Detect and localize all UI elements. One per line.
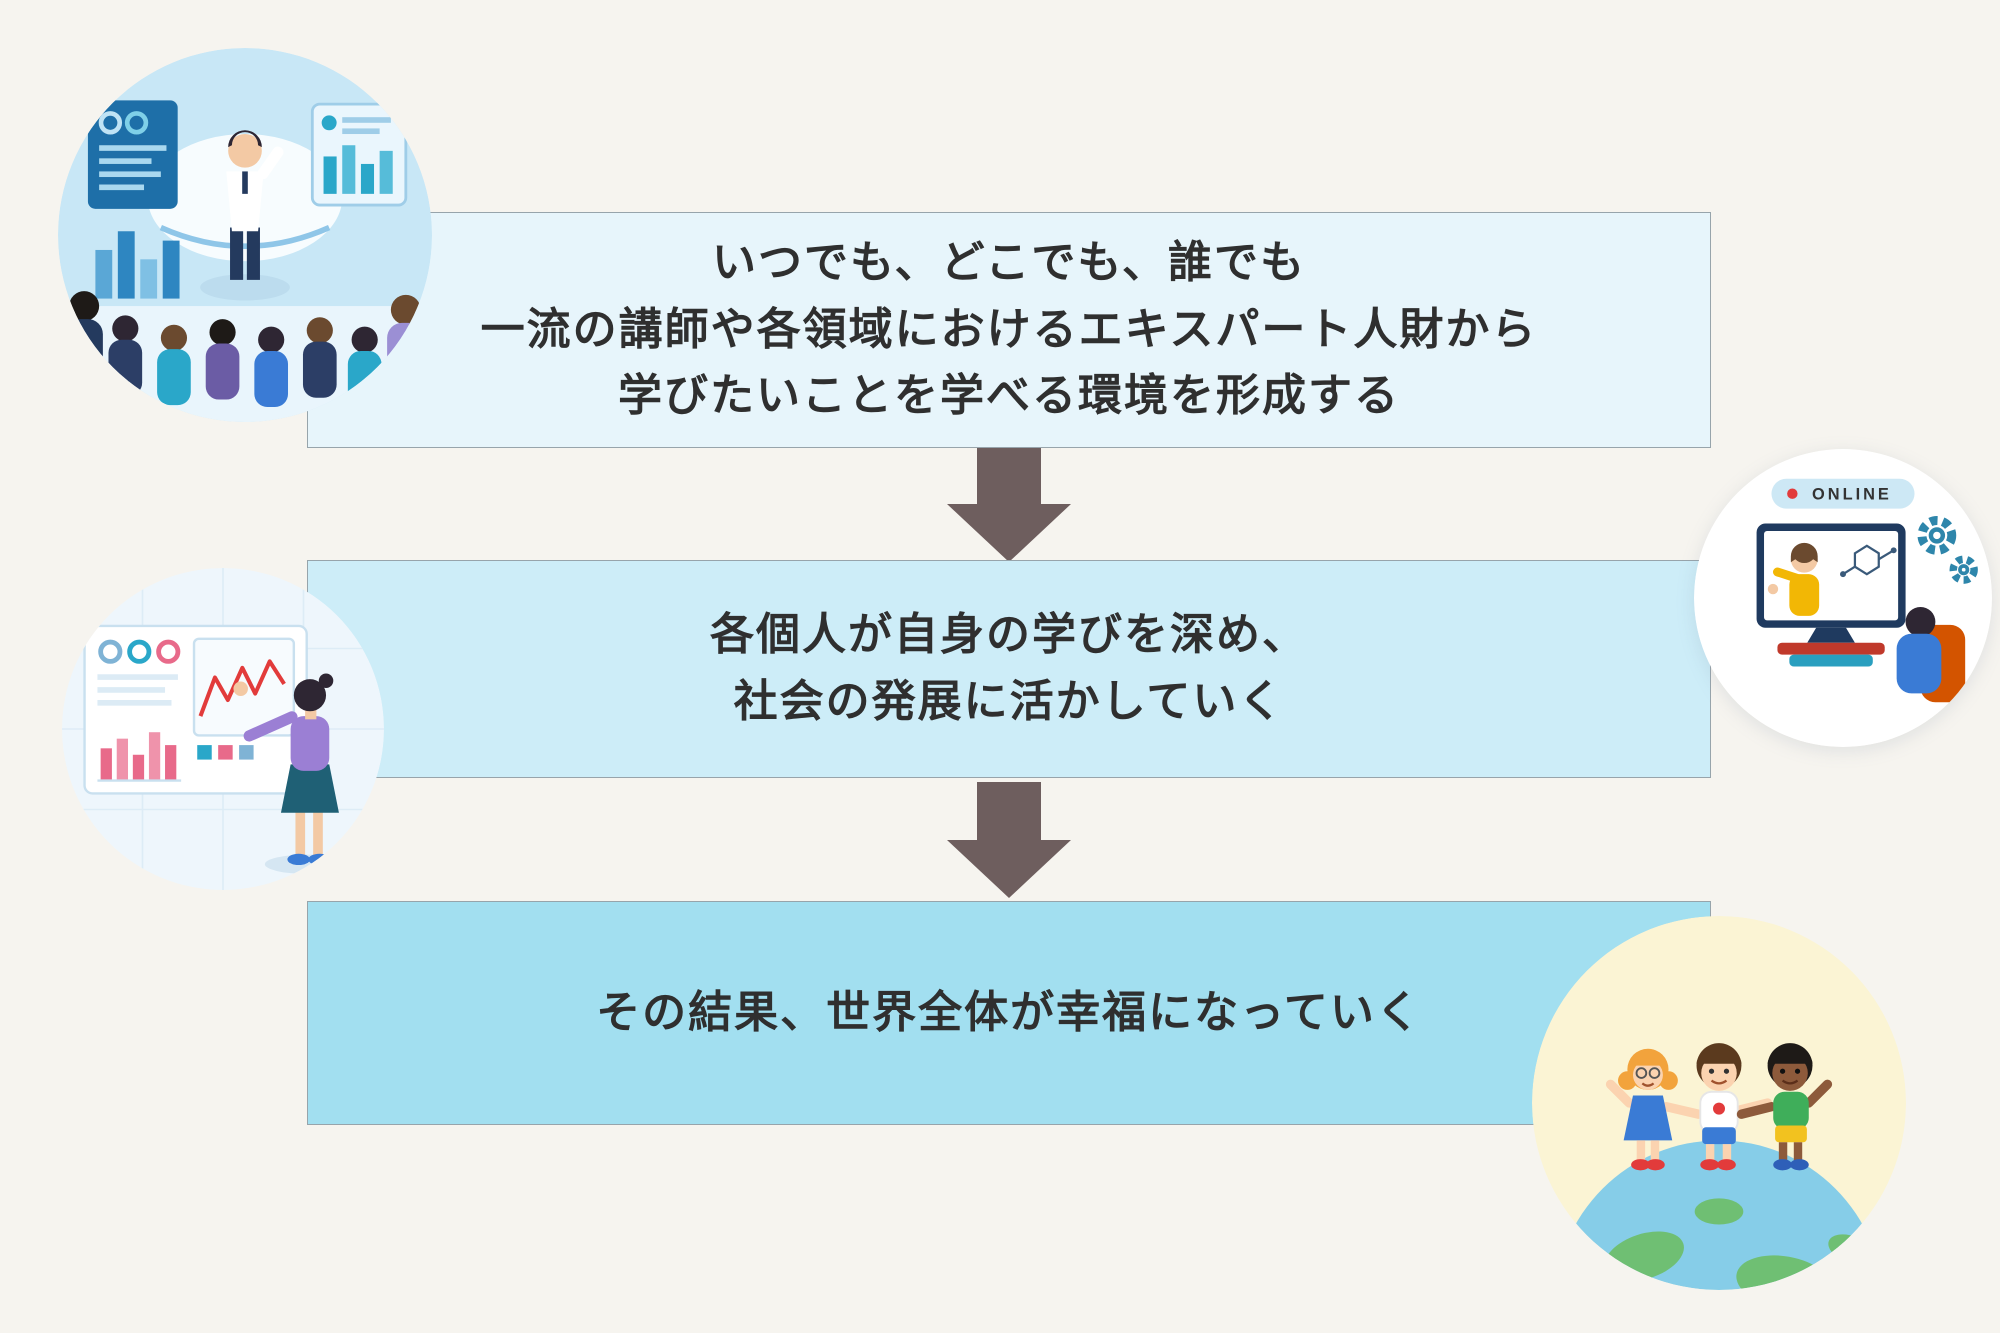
box2-line-1: 各個人が自身の学びを深め、: [710, 610, 1308, 660]
stats-panel-icon: [87, 100, 178, 209]
online-learning-illustration: ONLINE: [1694, 449, 1992, 747]
children-globe-illustration: [1532, 916, 1906, 1290]
box3-line-1: その結果、世界全体が幸福になっていく: [596, 987, 1422, 1037]
children-globe-icon: [1532, 916, 1906, 1290]
monitor-icon: [1756, 523, 1906, 667]
down-arrow-2: [947, 782, 1071, 898]
down-arrow-head: [947, 840, 1071, 898]
box1-line-2: 一流の講師や各領域におけるエキスパート人財から: [480, 304, 1538, 354]
dashboard-illustration: [62, 568, 384, 890]
seminar-icon: [58, 48, 432, 422]
dashboard-panel-icon: [83, 624, 308, 795]
down-arrow-head: [947, 504, 1071, 562]
girl-figure: [1605, 1048, 1704, 1171]
boy-right-figure: [1736, 1043, 1833, 1171]
presenter-woman-figure: [233, 673, 349, 874]
down-arrow-shaft: [977, 782, 1041, 840]
box1-line-1: いつでも、どこでも、誰でも: [711, 237, 1307, 287]
flow-box-1: いつでも、どこでも、誰でも 一流の講師や各領域におけるエキスパート人財から 学び…: [307, 212, 1711, 448]
box1-line-3: 学びたいことを学べる環境を形成する: [618, 371, 1400, 421]
report-panel-icon: [310, 102, 408, 207]
dashboard-icon: [62, 568, 384, 890]
online-learning-icon: ONLINE: [1694, 449, 1992, 747]
gear-icon: [1917, 516, 1978, 584]
seminar-illustration: [58, 48, 432, 422]
presenter-figure: [200, 130, 290, 301]
flow-box-2: 各個人が自身の学びを深め、 社会の発展に活かしていく: [307, 560, 1711, 778]
online-badge: ONLINE: [1771, 478, 1915, 509]
box2-line-2: 社会の発展に活かしていく: [733, 677, 1285, 726]
online-dot-icon: [1787, 488, 1798, 499]
viewer-figure: [1896, 606, 1966, 703]
bar-chart-icon: [95, 231, 180, 299]
down-arrow-1: [947, 446, 1071, 562]
online-badge-label: ONLINE: [1812, 486, 1892, 504]
flow-box-3: その結果、世界全体が幸福になっていく: [307, 901, 1711, 1125]
down-arrow-shaft: [977, 446, 1041, 504]
